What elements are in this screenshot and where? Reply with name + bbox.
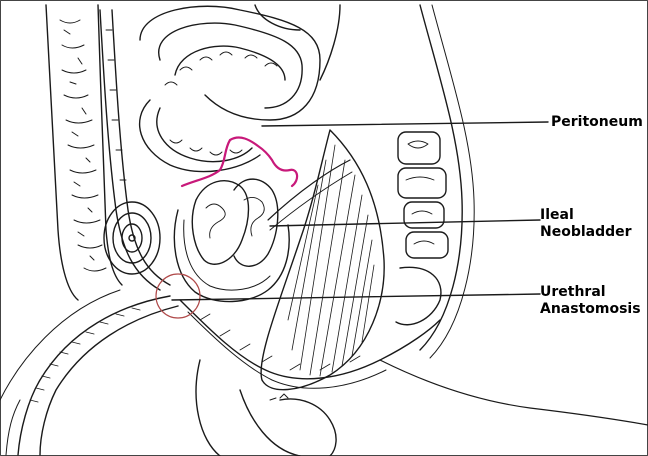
label-ileal-neobladder: Ileal Neobladder (540, 207, 632, 241)
label-urethral-line-2: Anastomosis (540, 301, 641, 318)
lower-abdomen-contour (380, 360, 648, 425)
rectal-cross-section (104, 202, 160, 274)
peritoneum-leader-line (262, 122, 548, 126)
label-urethral-line-1: Urethral (540, 284, 641, 301)
ureter-inner (270, 172, 352, 230)
label-ileal-line-2: Neobladder (540, 224, 632, 241)
urethra (0, 290, 178, 455)
anastomosis-leader-line (172, 294, 540, 300)
peritoneum-outline (182, 138, 297, 186)
label-urethral-anastomosis: Urethral Anastomosis (540, 284, 641, 318)
scrotum (196, 360, 336, 456)
abdominal-wall (420, 5, 474, 358)
sacrum (46, 5, 122, 300)
label-ileal-line-1: Ileal (540, 207, 632, 224)
small-bowel-loops (140, 5, 340, 172)
seminal-vesicles (192, 179, 277, 266)
anastomosis-marker-circle (156, 274, 200, 318)
label-peritoneum: Peritoneum (551, 114, 643, 131)
